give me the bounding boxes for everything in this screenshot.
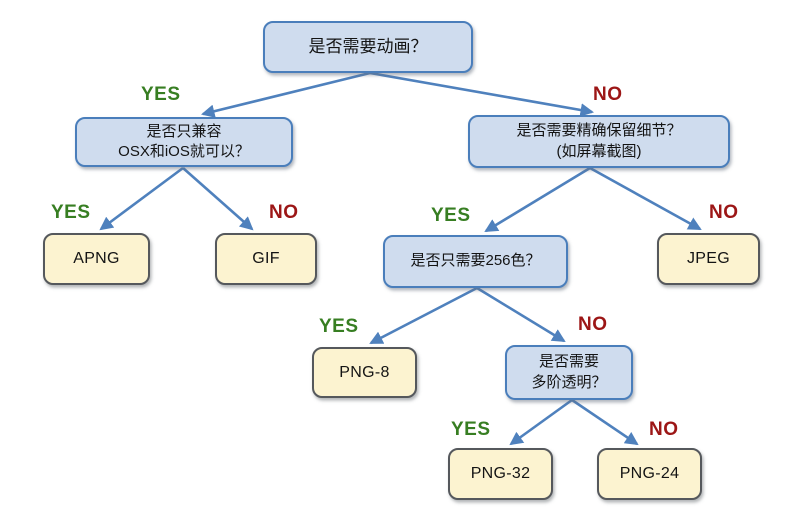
edge-label-yes-osx: YES	[51, 202, 91, 223]
node-result-png24: PNG-24	[597, 448, 702, 500]
edge-label-no-alpha: NO	[649, 419, 679, 440]
edge-arrow-osx-no	[182, 167, 254, 231]
node-result-apng: APNG	[43, 233, 150, 285]
edge-arrow-detail-no	[589, 166, 702, 231]
edge-label-yes-animation: YES	[141, 84, 181, 105]
node-question-preserve-detail: 是否需要精确保留细节？ (如屏幕截图)	[468, 115, 730, 168]
node-result-png32: PNG-32	[448, 448, 553, 500]
node-question-only-256-colors: 是否只需要256色？	[383, 235, 568, 288]
edge-arrow-alpha-no	[571, 398, 639, 446]
edge-label-no-256: NO	[578, 314, 608, 335]
edge-label-yes-alpha: YES	[451, 419, 491, 440]
edge-arrow-256-no	[476, 286, 566, 343]
edge-label-yes-256: YES	[319, 316, 359, 337]
edge-label-no-animation: NO	[593, 84, 623, 105]
edge-arrow-256-yes	[369, 286, 478, 345]
node-result-png8: PNG-8	[312, 347, 417, 398]
edge-arrow-detail-yes	[484, 166, 591, 233]
node-question-need-animation: 是否需要动画？	[263, 21, 473, 73]
node-question-only-osx-ios: 是否只兼容 OSX和iOS就可以？	[75, 117, 293, 167]
edge-label-no-osx: NO	[269, 202, 299, 223]
edge-arrow-animation-no	[369, 71, 594, 117]
node-result-jpeg: JPEG	[657, 233, 760, 285]
edge-label-no-detail: NO	[709, 202, 739, 223]
edge-arrow-animation-yes	[201, 71, 371, 118]
edge-arrow-alpha-yes	[509, 398, 573, 446]
edge-arrow-osx-yes	[99, 166, 184, 231]
edge-label-yes-detail: YES	[431, 205, 471, 226]
node-question-multi-level-alpha: 是否需要 多阶透明？	[505, 345, 633, 400]
node-result-gif: GIF	[215, 233, 317, 285]
